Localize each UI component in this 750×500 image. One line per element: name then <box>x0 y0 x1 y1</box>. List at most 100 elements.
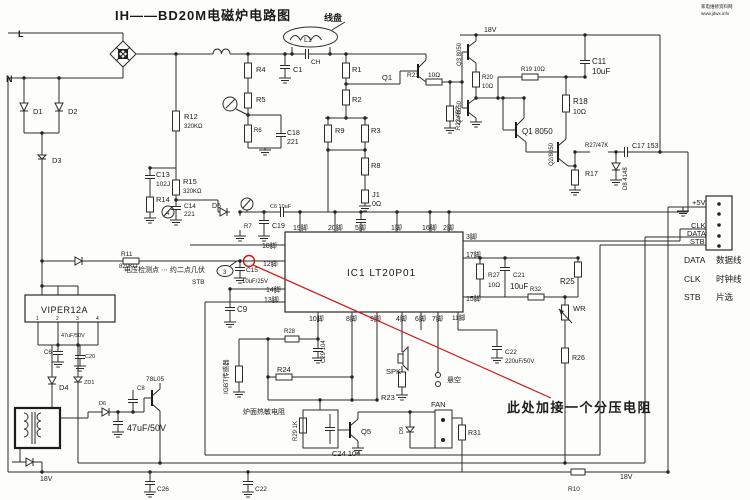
junction-dot <box>448 80 452 84</box>
junction-dot <box>563 461 567 465</box>
component-label: R17 <box>585 171 598 178</box>
component-label: 10Ω <box>488 282 500 289</box>
junction-dot <box>333 210 337 214</box>
component-label: 4 <box>166 211 170 217</box>
component-label: R3 <box>371 126 381 135</box>
resistor-icon <box>244 92 252 109</box>
resistor-icon <box>561 347 569 364</box>
component-label: 47uF/50V <box>61 333 85 339</box>
diode-icon <box>81 257 85 265</box>
component-label: DATA <box>687 229 706 238</box>
capacitor-icon <box>171 203 181 213</box>
ground-icon <box>224 321 236 328</box>
component-label: 220uF/50V <box>505 359 534 365</box>
component-label: 15脚 <box>466 294 481 303</box>
diode-icon <box>19 102 29 113</box>
speaker-icon <box>397 345 409 372</box>
ground-icon <box>112 431 124 438</box>
component-label: +5V <box>692 198 706 207</box>
ground-icon <box>491 357 503 364</box>
component-label: R32 <box>530 287 542 293</box>
component-label: CH <box>311 59 321 66</box>
bridge-rectifier-icon <box>109 40 137 68</box>
capacitor-icon <box>145 172 155 182</box>
component-label: 221 <box>184 211 195 218</box>
component-label: 0Ω <box>372 201 381 208</box>
component-label: 4脚 <box>396 314 407 323</box>
junction-dot <box>174 52 178 56</box>
junction-dot <box>238 259 242 263</box>
component-label: C29 104 <box>321 340 327 363</box>
component-label: N <box>6 74 13 84</box>
resistor-icon <box>425 78 443 86</box>
capacitor-icon <box>356 216 366 226</box>
component-label: 10uF <box>510 282 528 291</box>
resistor-icon <box>172 110 180 132</box>
resistor-icon <box>476 263 484 280</box>
component-label: 12脚 <box>263 259 278 268</box>
component-label: C17 153 <box>632 143 659 150</box>
component-label: R9 <box>335 126 345 135</box>
capacitor-icon <box>225 304 235 314</box>
component-label: C6 <box>44 350 52 356</box>
component-label: D6 <box>99 401 106 407</box>
junction-dot <box>666 470 670 474</box>
junction-dot <box>266 337 270 341</box>
junction-dot <box>350 398 354 402</box>
component-label: 7脚 <box>432 314 443 323</box>
legend-abbr: DATA <box>684 255 706 265</box>
junction-dot <box>228 287 232 291</box>
junction-dot <box>428 210 432 214</box>
main-ic-body <box>284 231 464 313</box>
capacitor-icon <box>325 424 335 434</box>
red-annotation: 此处加接一个分压电阻 <box>507 400 652 415</box>
resistor-icon <box>472 71 480 88</box>
junction-dot <box>474 96 478 100</box>
component-label: 47uF/50V <box>127 423 166 433</box>
capacitor-icon <box>75 352 85 362</box>
resistor-icon <box>146 196 154 213</box>
component-label: R28 <box>284 329 296 335</box>
component-label: R24 <box>277 365 291 374</box>
diode-icon <box>612 169 620 174</box>
capacitor-icon <box>128 396 138 406</box>
component-label: D5 <box>212 203 221 210</box>
component-label: R22 4R7 <box>456 106 462 130</box>
junction-dot <box>573 150 577 154</box>
component-label: STB <box>690 237 705 246</box>
junction-dot <box>363 148 367 152</box>
ground-icon <box>610 179 622 186</box>
resistor-icon <box>172 179 180 196</box>
component-label: 19脚 <box>293 223 308 232</box>
component-label: 10uF <box>592 67 610 76</box>
component-label: 3 <box>76 316 79 322</box>
component-label: R26 <box>572 355 585 362</box>
test-point-icons <box>161 96 254 277</box>
component-label: 炉面热敏电阻 <box>243 407 285 416</box>
junction-dot <box>40 470 44 474</box>
transformer-windings-icon <box>23 412 42 444</box>
component-label: R14 <box>156 195 170 204</box>
capacitor-icon <box>622 147 630 157</box>
component-label: 10Ω <box>573 109 586 116</box>
junction-dot <box>576 256 580 260</box>
legend-desc: 时钟线 <box>716 274 742 284</box>
ground-icon <box>234 277 246 284</box>
junction-dot <box>614 150 618 154</box>
resistor-icon <box>521 73 539 81</box>
component-label: 11脚 <box>452 313 466 322</box>
resistor-icon <box>574 261 582 278</box>
junction-dot <box>238 210 242 214</box>
diode-icon <box>54 102 64 113</box>
ground-icon <box>359 205 371 212</box>
component-label: C15 <box>246 267 258 274</box>
junction-dot <box>408 410 412 414</box>
resistor-icon <box>235 365 243 383</box>
ground-icon <box>144 491 156 498</box>
capacitor-icon <box>145 478 155 488</box>
component-label: L <box>18 29 24 39</box>
component-label: R6 <box>254 128 262 134</box>
ground-icon <box>170 219 182 226</box>
junction-dot <box>359 210 363 214</box>
